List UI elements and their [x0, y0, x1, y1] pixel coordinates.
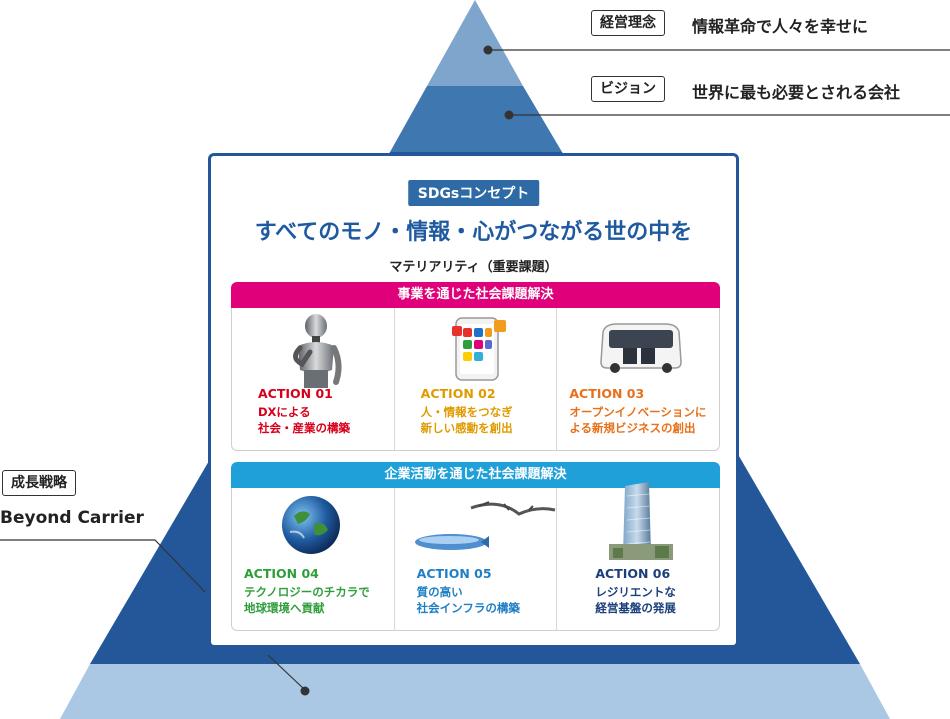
action-card-05: ACTION 05 質の高い 社会インフラの構築 — [395, 488, 558, 630]
action-card-02: ACTION 02 人・情報をつなぎ 新しい感動を創出 — [395, 308, 558, 450]
pyramid-tier-vision — [390, 86, 562, 152]
pyramid-tier-base — [60, 664, 890, 719]
philosophy-text: 情報革命で人々を幸せに — [692, 17, 869, 36]
smartphone-icon — [451, 317, 506, 381]
group-header-corporate: 企業活動を通じた社会課題解決 — [231, 462, 720, 488]
strategy-text: Beyond Carrier — [0, 508, 144, 528]
strategy-tag: 成長戦略 — [2, 470, 76, 496]
materiality-label: マテリアリティ（重要課題） — [389, 260, 558, 275]
action-desc-line2: 社会インフラの構築 — [416, 601, 520, 615]
autonomous-bus-icon — [600, 323, 683, 373]
action-label: ACTION 02 — [420, 386, 496, 401]
action-label: ACTION 06 — [595, 566, 671, 581]
philosophy-tag: 経営理念 — [591, 10, 665, 36]
action-card-04: ACTION 04 テクノロジーのチカラで 地球環境へ貢献 — [232, 488, 395, 630]
action-desc-line1: テクノロジーのチカラで — [244, 585, 370, 599]
action-desc-line1: DXによる — [258, 405, 311, 419]
action-label: ACTION 04 — [244, 566, 319, 581]
action-card-01: ACTION 01 DXによる 社会・産業の構築 — [232, 308, 395, 450]
action-card-06: ACTION 06 レジリエントな 経営基盤の発展 — [557, 482, 719, 630]
humanoid-robot-icon — [293, 314, 342, 388]
base-leader-line — [267, 654, 306, 691]
action-label: ACTION 03 — [569, 386, 645, 401]
action-desc-line2: 地球環境へ貢献 — [244, 601, 325, 615]
group-body-corporate: ACTION 04 テクノロジーのチカラで 地球環境へ貢献 ACTION 05 … — [231, 482, 720, 631]
base-leader-dot — [300, 686, 310, 696]
sdgs-badge: SDGsコンセプト — [407, 180, 540, 206]
action-desc-line1: レジリエントな — [595, 585, 676, 599]
skyscraper-icon — [609, 482, 674, 560]
vision-leader-dot — [504, 110, 514, 120]
group-body-business: ACTION 01 DXによる 社会・産業の構築 ACTION 02 人・情報を… — [231, 308, 720, 451]
action-card-03: ACTION 03 オープンイノベーションに よる新規ビジネスの創出 — [557, 308, 719, 450]
sdgs-concept-box: SDGsコンセプト すべてのモノ・情報・心がつながる世の中を マテリアリティ（重… — [208, 153, 739, 648]
action-desc-line1: 質の高い — [416, 585, 463, 599]
philosophy-leader-dot — [483, 45, 493, 55]
action-desc-line2: 社会・産業の構築 — [258, 421, 350, 435]
earth-globe-icon — [282, 496, 340, 554]
stratospheric-aircraft-icon — [414, 501, 555, 550]
vision-tag: ビジョン — [591, 76, 665, 102]
group-header-business: 事業を通じた社会課題解決 — [231, 282, 720, 308]
vision-text: 世界に最も必要とされる会社 — [692, 83, 901, 102]
sdgs-headline: すべてのモノ・情報・心がつながる世の中を — [254, 220, 693, 245]
action-label: ACTION 05 — [416, 566, 492, 581]
action-desc-line2: 新しい感動を創出 — [420, 421, 513, 435]
action-desc-line1: 人・情報をつなぎ — [420, 405, 513, 419]
action-desc-line1: オープンイノベーションに — [569, 405, 707, 419]
action-desc-line2: よる新規ビジネスの創出 — [569, 421, 696, 435]
strategy-leader-line — [0, 539, 206, 593]
action-desc-line2: 経営基盤の発展 — [595, 601, 676, 615]
action-label: ACTION 01 — [258, 386, 333, 401]
pyramid-tier-philosophy — [427, 0, 523, 86]
